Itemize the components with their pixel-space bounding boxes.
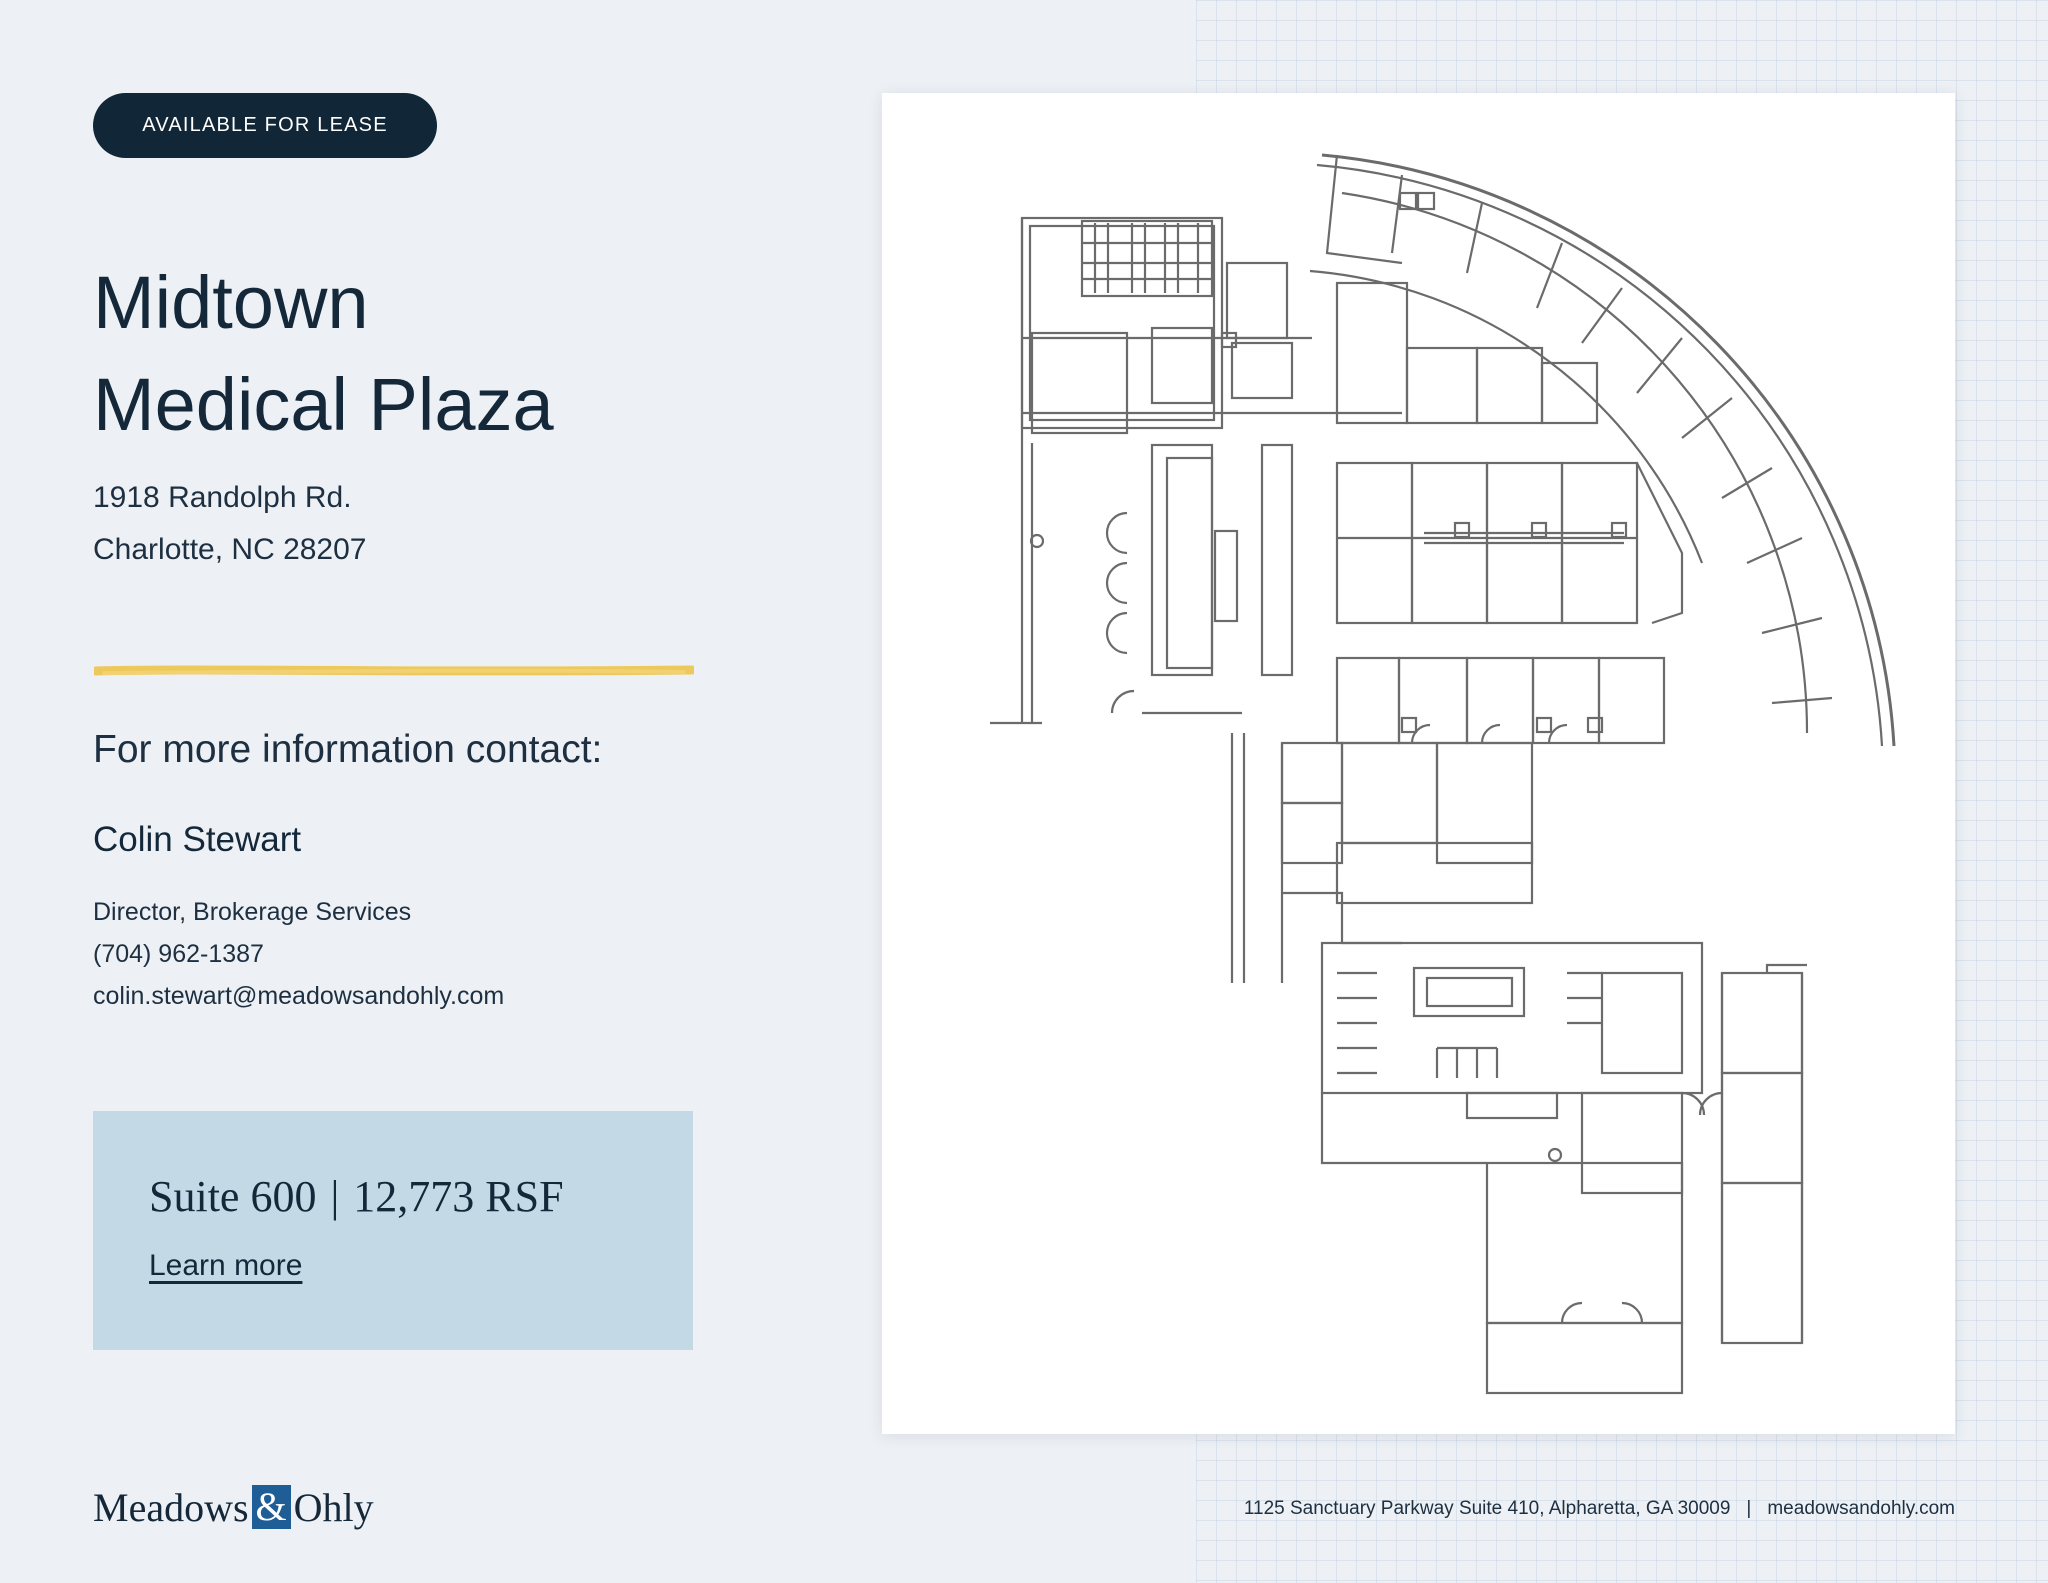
contact-heading: For more information contact: [93,728,603,771]
title-line-2: Medical Plaza [93,363,554,446]
suite-info-box: Suite 600 | 12,773 RSF Learn more [93,1111,693,1350]
suite-name: Suite 600 [149,1172,317,1221]
logo-ampersand: & [251,1485,291,1529]
suite-separator: | [330,1172,340,1221]
company-logo: Meadows&Ohly [93,1484,374,1530]
property-address: 1918 Randolph Rd. Charlotte, NC 28207 [93,472,367,576]
contact-title: Director, Brokerage Services [93,898,412,926]
floor-plan-drawing [990,153,1896,1395]
contact-email[interactable]: colin.stewart@meadowsandohly.com [93,982,505,1010]
floor-plan-card [882,93,1955,1434]
contact-name: Colin Stewart [93,820,302,859]
badge-label: AVAILABLE FOR LEASE [142,114,388,136]
availability-badge: AVAILABLE FOR LEASE [93,93,437,158]
footer-separator: | [1746,1498,1752,1519]
suite-size: 12,773 RSF [353,1172,564,1221]
logo-text-1: Meadows [93,1484,249,1530]
contact-phone[interactable]: (704) 962-1387 [93,940,264,968]
logo-text-2: Ohly [293,1484,374,1530]
footer-website[interactable]: meadowsandohly.com [1767,1498,1955,1519]
footer-info: 1125 Sanctuary Parkway Suite 410, Alphar… [1244,1498,1955,1520]
suite-summary: Suite 600 | 12,773 RSF [149,1171,564,1222]
accent-stroke [94,665,694,676]
contact-details: Director, Brokerage Services (704) 962-1… [93,891,504,1017]
address-street: 1918 Randolph Rd. [93,481,352,514]
title-line-1: Midtown [93,261,369,344]
address-city: Charlotte, NC 28207 [93,533,367,566]
footer-address: 1125 Sanctuary Parkway Suite 410, Alphar… [1243,1498,1731,1519]
property-title: Midtown Medical Plaza [93,252,693,456]
learn-more-link[interactable]: Learn more [149,1249,303,1282]
